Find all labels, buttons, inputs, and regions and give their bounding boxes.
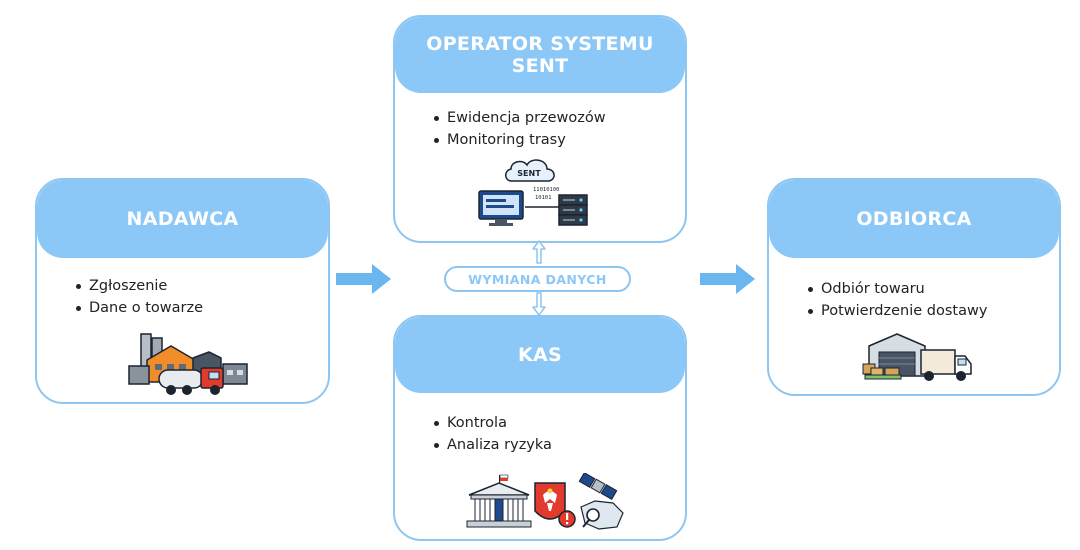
odbiorca-list: Odbiór towaru Potwierdzenie dostawy xyxy=(805,278,987,322)
list-item: Ewidencja przewozów xyxy=(431,107,606,129)
arrow-right-icon xyxy=(336,264,391,294)
list-item: Kontrola xyxy=(431,412,552,434)
operator-list: Ewidencja przewozów Monitoring trasy xyxy=(431,107,606,151)
arrow-up-icon xyxy=(532,240,546,264)
arrow-right-icon xyxy=(700,264,755,294)
government-icon xyxy=(466,473,624,530)
cloud-server-icon: SENT 11010100 10101 xyxy=(478,159,588,226)
list-item: Dane o towarze xyxy=(73,297,203,319)
list-item: Odbiór towaru xyxy=(805,278,987,300)
arrow-down-icon xyxy=(532,292,546,316)
kas-title: KAS xyxy=(395,317,685,393)
list-item: Analiza ryzyka xyxy=(431,434,552,456)
kas-card: KAS Kontrola Analiza ryzyka xyxy=(393,315,687,541)
nadawca-list: Zgłoszenie Dane o towarze xyxy=(73,275,203,319)
binary-line2: 10101 xyxy=(535,195,552,201)
operator-title-line2: SENT xyxy=(511,55,569,77)
factory-icon xyxy=(128,333,248,395)
operator-title: OPERATOR SYSTEMU SENT xyxy=(395,17,685,93)
list-item: Zgłoszenie xyxy=(73,275,203,297)
operator-card: OPERATOR SYSTEMU SENT Ewidencja przewozó… xyxy=(393,15,687,243)
cloud-label: SENT xyxy=(517,169,541,178)
warehouse-icon xyxy=(862,333,972,381)
binary-line1: 11010100 xyxy=(533,187,560,193)
nadawca-title: NADAWCA xyxy=(37,180,328,258)
kas-list: Kontrola Analiza ryzyka xyxy=(431,412,552,456)
list-item: Monitoring trasy xyxy=(431,129,606,151)
operator-title-line1: OPERATOR SYSTEMU xyxy=(426,33,654,55)
odbiorca-title: ODBIORCA xyxy=(769,180,1059,258)
list-item: Potwierdzenie dostawy xyxy=(805,300,987,322)
odbiorca-card: ODBIORCA Odbiór towaru Potwierdzenie dos… xyxy=(767,178,1061,396)
nadawca-card: NADAWCA Zgłoszenie Dane o towarze xyxy=(35,178,330,404)
data-exchange-label: WYMIANA DANYCH xyxy=(444,266,631,292)
